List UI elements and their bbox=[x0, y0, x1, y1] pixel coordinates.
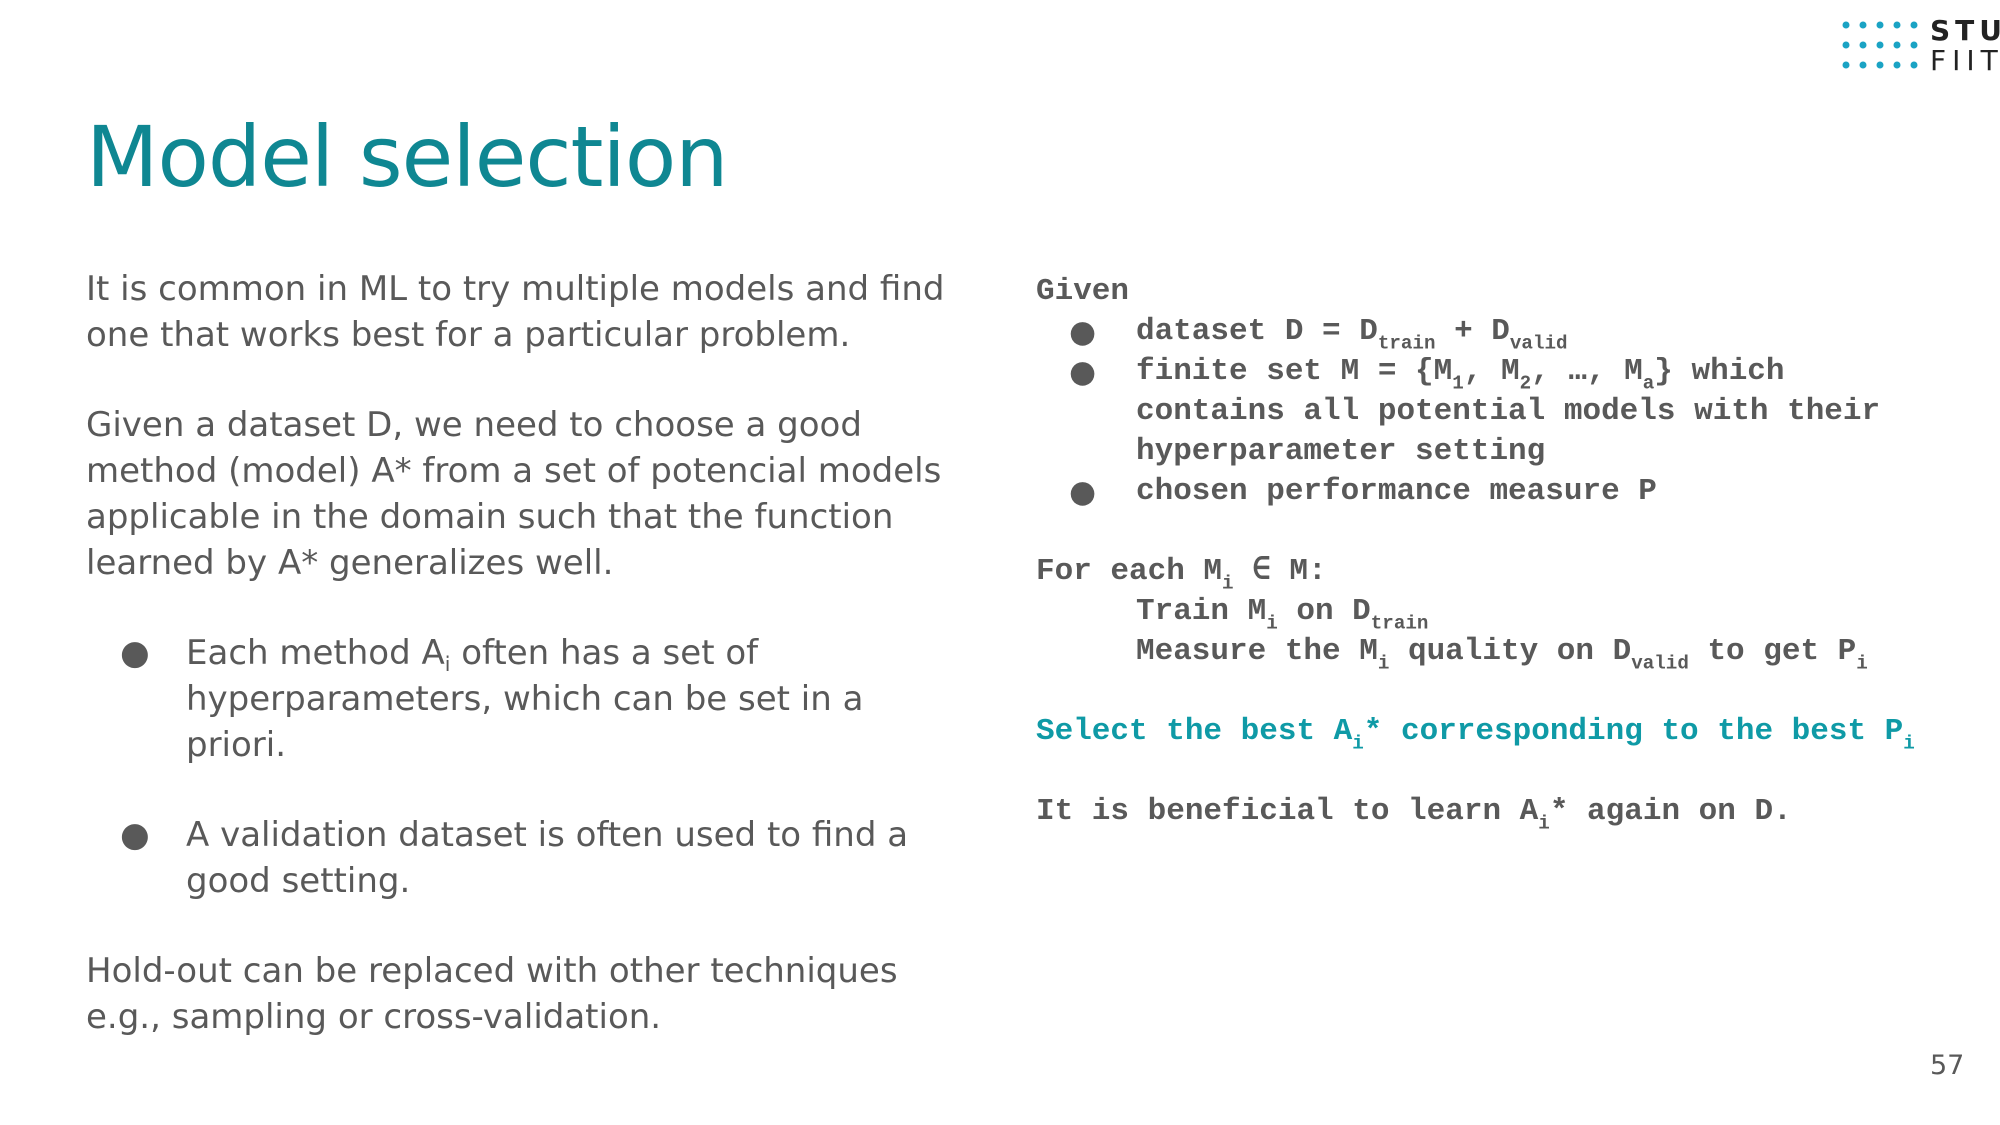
algo-bullet-models: ●finite set M = {M1, M2, …, Ma} which bbox=[1069, 354, 1785, 395]
paragraph-given: Given a dataset D, we need to choose a g… bbox=[86, 405, 942, 583]
page-number: 57 bbox=[1930, 1050, 1965, 1081]
algo-bullet-measure: ●chosen performance measure P bbox=[1069, 474, 1657, 510]
bullet-icon: ● bbox=[120, 815, 150, 855]
paragraph-intro: It is common in ML to try multiple model… bbox=[86, 269, 945, 355]
algo-train: Train Mi on Dtrain bbox=[1136, 594, 1429, 635]
logo-line2: FIIT bbox=[1930, 44, 2000, 77]
algo-select: Select the best Ai* corresponding to the… bbox=[1036, 714, 1915, 755]
algorithm-block: Given ●dataset D = Dtrain + Dvalid ●fini… bbox=[1036, 272, 1996, 835]
bullet-icon: ● bbox=[1069, 354, 1097, 390]
logo-dots-icon bbox=[1842, 21, 1918, 69]
algo-for-each: For each Mi ∈ M: bbox=[1036, 554, 1327, 595]
logo-line1: STU bbox=[1930, 14, 2000, 47]
algo-given: Given bbox=[1036, 274, 1130, 309]
left-column: It is common in ML to try multiple model… bbox=[86, 266, 946, 1084]
bullet-list: ●Each method Ai often has a set of hyper… bbox=[86, 630, 946, 904]
paragraph-holdout: Hold-out can be replaced with other tech… bbox=[86, 951, 898, 1037]
stu-fiit-logo: STU FIIT bbox=[1842, 16, 2000, 78]
bullet-icon: ● bbox=[1069, 314, 1097, 350]
algo-bullet-models-line2: contains all potential models with their bbox=[1136, 394, 1881, 429]
slide-title: Model selection bbox=[86, 108, 728, 206]
algo-measure: Measure the Mi quality on Dvalid to get … bbox=[1136, 634, 1868, 675]
algo-bullet-models-line3: hyperparameter setting bbox=[1136, 434, 1546, 469]
algo-bullet-dataset: ●dataset D = Dtrain + Dvalid bbox=[1069, 314, 1568, 355]
bullet-icon: ● bbox=[120, 633, 150, 673]
list-item: ●A validation dataset is often used to f… bbox=[86, 812, 946, 904]
list-item: ●Each method Ai often has a set of hyper… bbox=[86, 630, 946, 768]
algo-beneficial: It is beneficial to learn Ai* again on D… bbox=[1036, 794, 1792, 835]
bullet-icon: ● bbox=[1069, 474, 1097, 510]
